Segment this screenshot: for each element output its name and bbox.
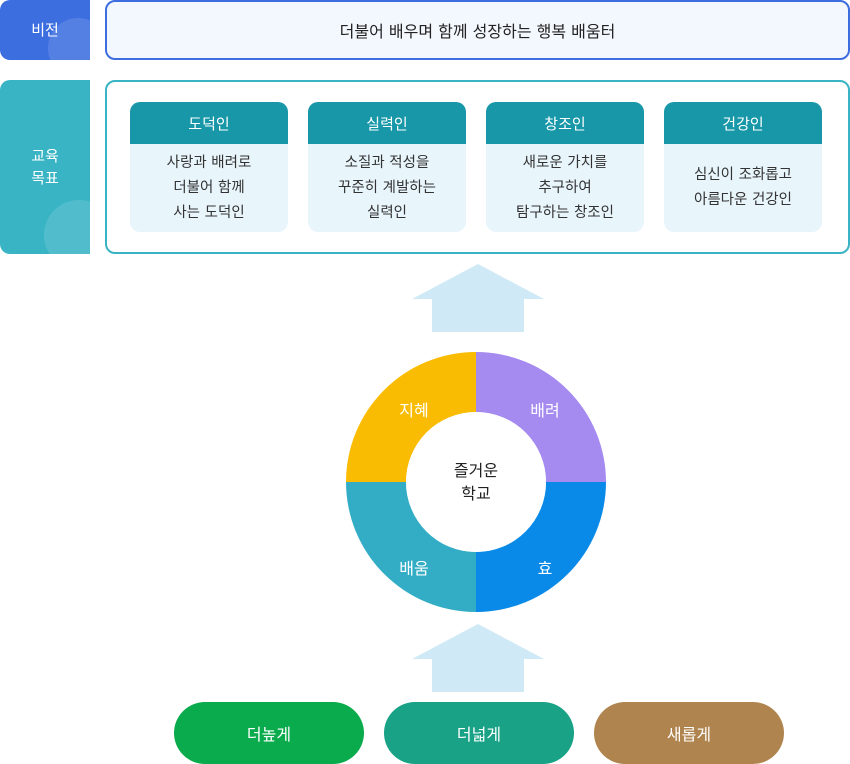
pill-newer: 새롭게	[594, 702, 784, 764]
ring-segment-learning	[346, 482, 476, 612]
goals-label-text: 교육 목표	[31, 147, 59, 187]
goal-card-desc: 새로운 가치를 추구하여 탐구하는 창조인	[516, 154, 614, 221]
ring-segment-wisdom	[346, 352, 476, 482]
goal-card-desc: 심신이 조화롭고 아름다운 건강인	[694, 167, 792, 208]
arrow-up-icon	[412, 624, 544, 692]
ring-center-text: 즐거운 학교	[453, 461, 499, 503]
goal-card-title: 도덕인	[130, 102, 288, 144]
ring-center	[406, 412, 546, 552]
ring-segment-care	[476, 352, 606, 482]
pill-wider: 더넓게	[384, 702, 574, 764]
goals-box: 도덕인 사랑과 배려로 더불어 함께 사는 도덕인 실력인 소질과 적성을 꾸준…	[105, 80, 850, 254]
goal-card-desc: 사랑과 배려로 더불어 함께 사는 도덕인	[166, 154, 252, 221]
decor-circle	[44, 200, 90, 254]
vision-box: 더불어 배우며 함께 성장하는 행복 배움터	[105, 0, 850, 60]
vision-label-text: 비전	[31, 21, 59, 39]
pill-higher: 더높게	[174, 702, 364, 764]
pill-label: 새롭게	[666, 725, 712, 744]
goal-card-title: 실력인	[308, 102, 466, 144]
segment-label: 배려	[530, 401, 560, 420]
pill-label: 더넓게	[456, 725, 502, 744]
goal-card-creative: 창조인 새로운 가치를 추구하여 탐구하는 창조인	[486, 102, 644, 232]
pill-label: 더높게	[246, 725, 292, 744]
segment-label: 효	[537, 559, 553, 578]
goal-card-title: 창조인	[486, 102, 644, 144]
goal-card-moral: 도덕인 사랑과 배려로 더불어 함께 사는 도덕인	[130, 102, 288, 232]
values-ring	[346, 352, 606, 612]
goal-card-title: 건강인	[664, 102, 822, 144]
goal-card-ability: 실력인 소질과 적성을 꾸준히 계발하는 실력인	[308, 102, 466, 232]
goals-label: 교육 목표	[0, 80, 90, 254]
segment-label: 배움	[399, 559, 429, 578]
vision-label: 비전	[0, 0, 90, 60]
goal-card-desc: 소질과 적성을 꾸준히 계발하는 실력인	[338, 154, 436, 221]
segment-label: 지혜	[399, 401, 429, 420]
vision-text: 더불어 배우며 함께 성장하는 행복 배움터	[339, 22, 616, 41]
ring-segment-filial	[476, 482, 606, 612]
goal-card-health: 건강인 심신이 조화롭고 아름다운 건강인	[664, 102, 822, 232]
arrow-up-icon	[412, 264, 544, 332]
